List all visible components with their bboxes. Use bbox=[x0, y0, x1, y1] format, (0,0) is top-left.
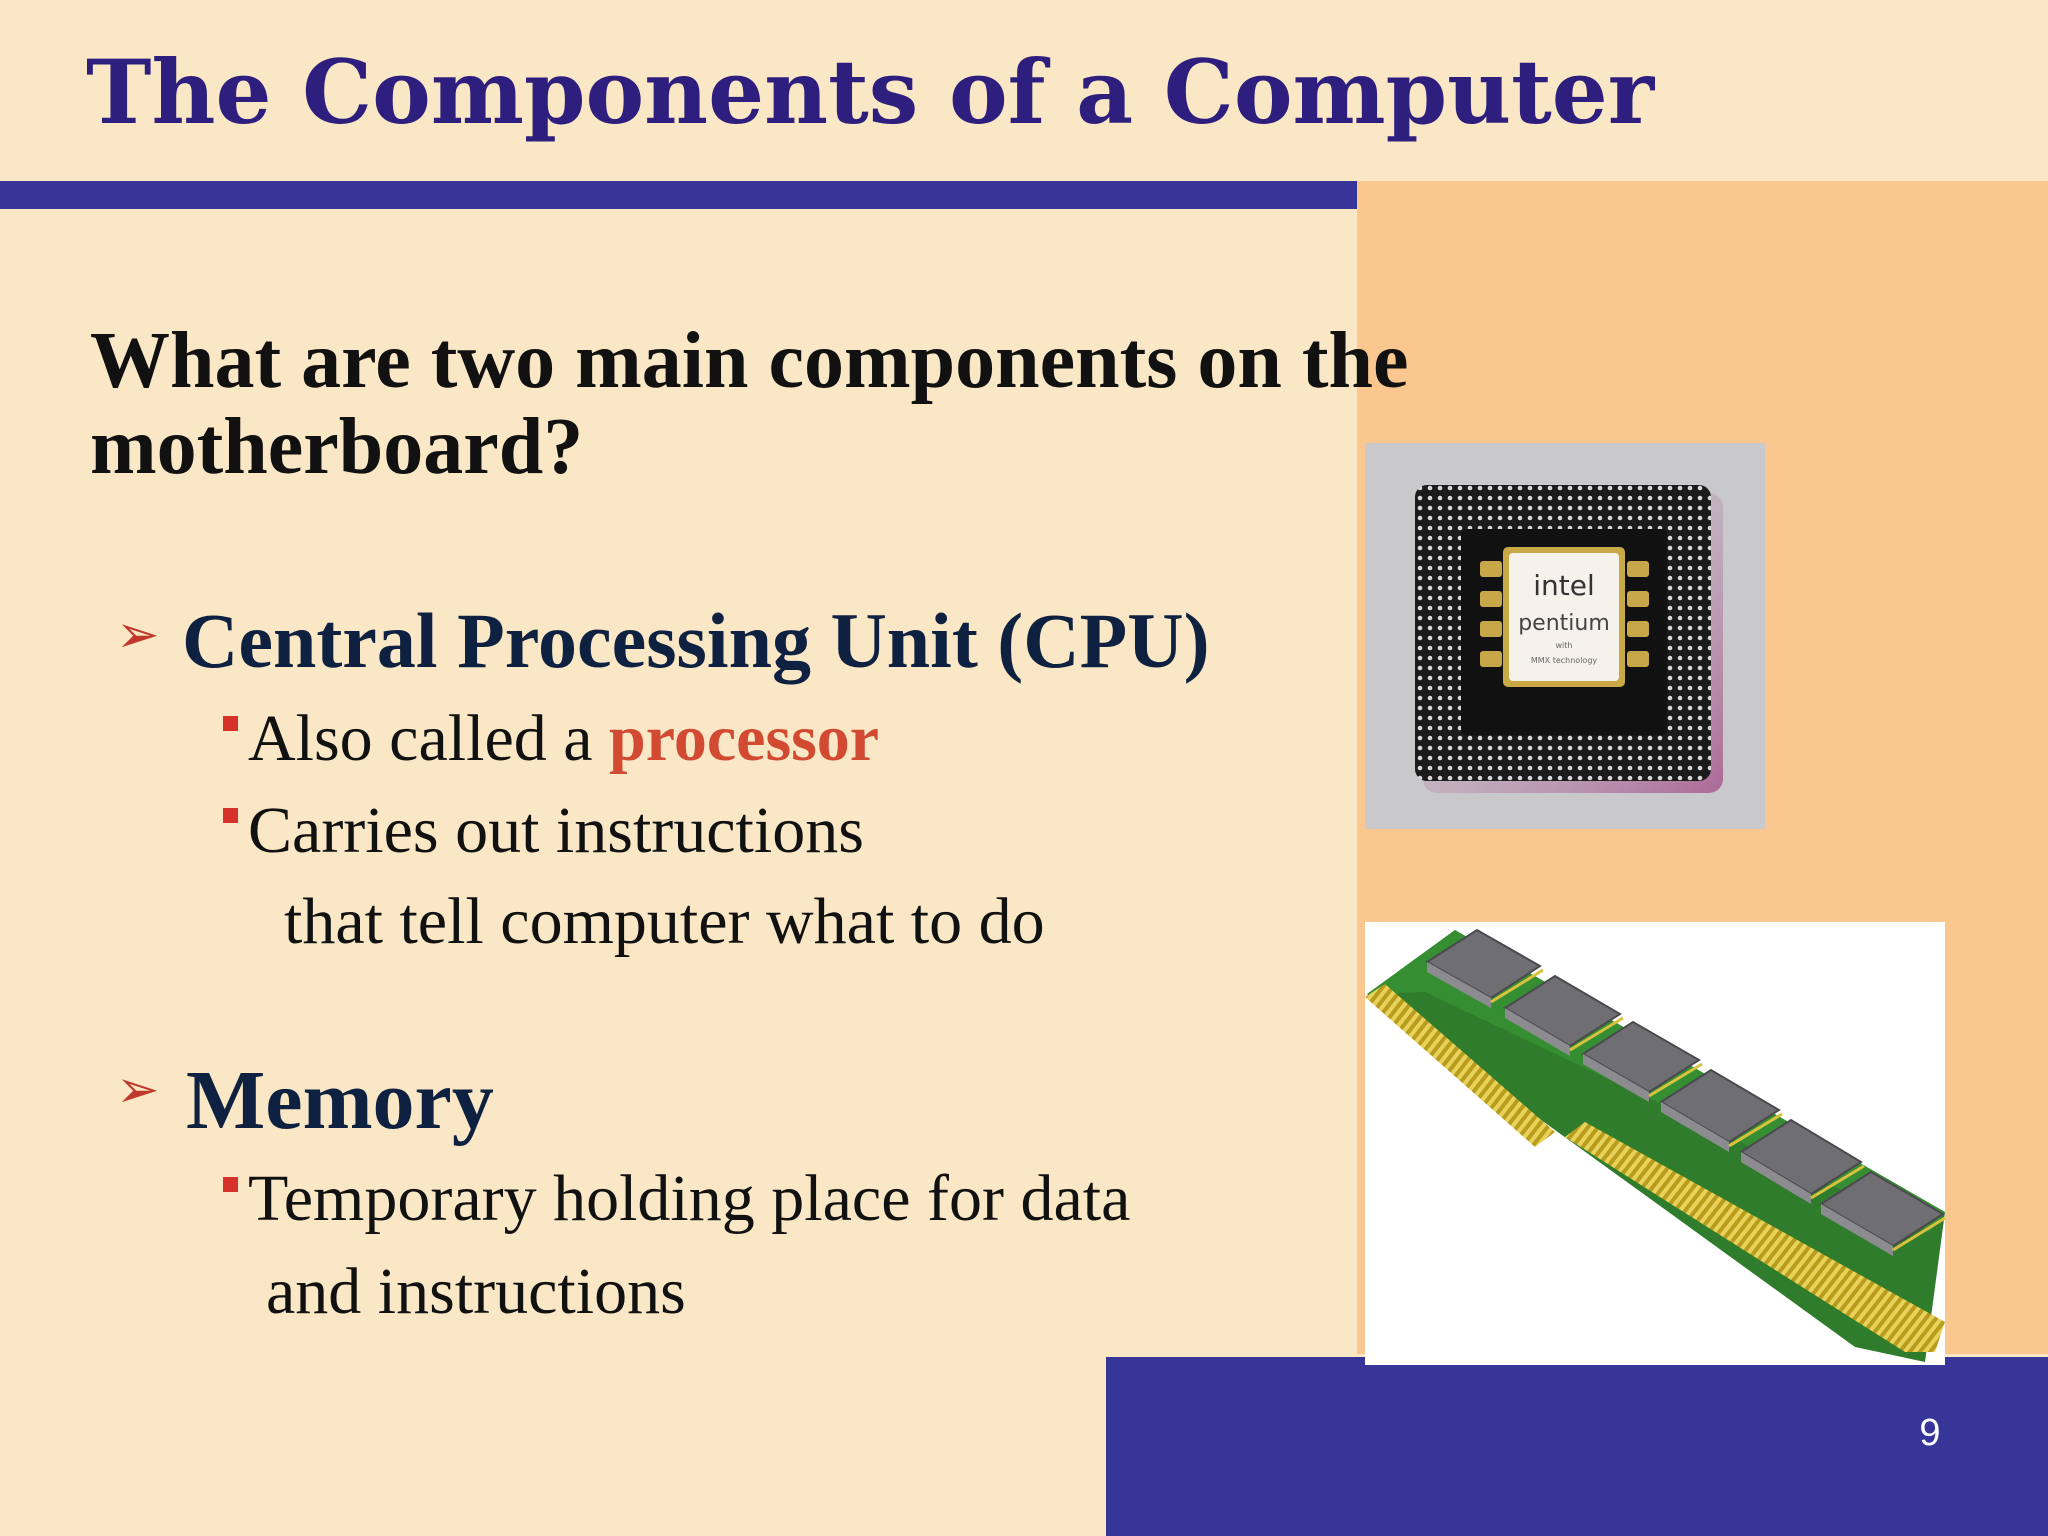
chip-brand-text: pentium bbox=[1518, 611, 1610, 636]
page-number: 9 bbox=[1919, 1412, 1941, 1454]
square-bullet-icon bbox=[223, 1177, 238, 1192]
title-underline-bar bbox=[0, 181, 1357, 209]
sub-bullet-processor: Also called a processor bbox=[248, 701, 879, 777]
arrow-bullet-icon: ➢ bbox=[116, 1060, 160, 1120]
chip-logo-text: intel bbox=[1533, 569, 1595, 602]
slide-question: What are two main components on the moth… bbox=[90, 317, 1409, 491]
chip-small-text-2: MMX technology bbox=[1531, 656, 1598, 665]
cpu-chip-illustration: intel pentium with MMX technology bbox=[1415, 485, 1723, 793]
bullet-memory: Memory bbox=[186, 1054, 494, 1147]
square-bullet-icon bbox=[223, 808, 238, 823]
cpu-chip-photo: intel pentium with MMX technology bbox=[1365, 443, 1765, 829]
bullet-cpu: Central Processing Unit (CPU) bbox=[182, 597, 1210, 684]
chip-small-text: with bbox=[1556, 641, 1573, 650]
memory-module-photo bbox=[1365, 922, 1945, 1365]
sub-bullet-text: Also called a bbox=[248, 702, 610, 775]
sub-bullet-memory: Temporary holding place for data bbox=[248, 1162, 1131, 1235]
sub-bullet-instructions: Carries out instructions bbox=[248, 794, 864, 867]
highlight-term: processor bbox=[609, 702, 880, 775]
memory-module-illustration bbox=[1365, 928, 1945, 1362]
sub-bullet-continuation: and instructions bbox=[266, 1255, 686, 1328]
footer-bar bbox=[1106, 1357, 2048, 1536]
arrow-bullet-icon: ➢ bbox=[116, 605, 160, 665]
square-bullet-icon bbox=[223, 716, 238, 731]
slide-title: The Components of a Computer bbox=[86, 40, 1655, 144]
sub-bullet-continuation: that tell computer what to do bbox=[284, 885, 1045, 958]
